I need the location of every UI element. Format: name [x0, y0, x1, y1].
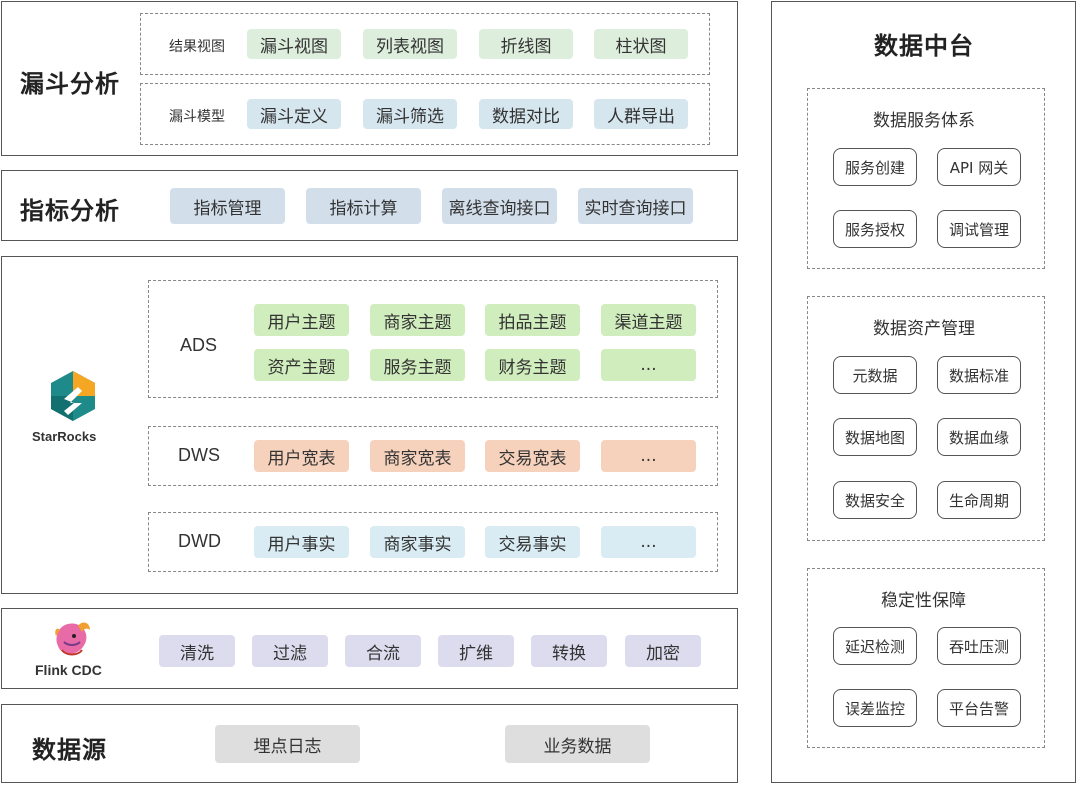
dwd-item[interactable]: 交易事实 — [485, 526, 580, 558]
starrocks-logo-text: StarRocks — [32, 429, 97, 444]
flink-filter-step[interactable]: 过滤 — [252, 635, 328, 667]
flink-merge-step[interactable]: 合流 — [345, 635, 421, 667]
data-platform-title: 数据中台 — [874, 32, 974, 60]
data-service-title: 数据服务体系 — [873, 111, 975, 131]
dws-layer: DWS 用户宽表 商家宽表 交易宽表 ... — [148, 426, 718, 486]
metrics-analysis-section: 指标分析 指标管理 指标计算 离线查询接口 实时查询接口 — [1, 170, 738, 241]
starrocks-logo-icon — [51, 371, 95, 421]
dwd-more-item[interactable]: ... — [601, 526, 696, 558]
ads-item[interactable]: 资产主题 — [254, 349, 349, 381]
data-asset-title: 数据资产管理 — [873, 319, 975, 339]
ads-item[interactable]: 商家主题 — [370, 304, 465, 336]
dwd-item[interactable]: 商家事实 — [370, 526, 465, 558]
dws-item[interactable]: 商家宽表 — [370, 440, 465, 472]
metric-compute-button[interactable]: 指标计算 — [306, 188, 421, 224]
funnel-model-label: 漏斗模型 — [169, 109, 225, 125]
flink-cdc-section: Flink CDC 清洗 过滤 合流 扩维 转换 加密 — [1, 608, 738, 689]
ads-item[interactable]: 渠道主题 — [601, 304, 696, 336]
latency-detect-button[interactable]: 延迟检测 — [833, 627, 917, 665]
funnel-analysis-section: 漏斗分析 结果视图 漏斗视图 列表视图 折线图 柱状图 漏斗模型 漏斗定义 漏斗… — [1, 1, 738, 156]
metric-manage-button[interactable]: 指标管理 — [170, 188, 285, 224]
data-security-button[interactable]: 数据安全 — [833, 481, 917, 519]
metrics-analysis-title: 指标分析 — [20, 197, 120, 225]
service-create-button[interactable]: 服务创建 — [833, 148, 917, 186]
funnel-analysis-title: 漏斗分析 — [20, 70, 120, 98]
data-service-group: 数据服务体系 服务创建 API 网关 服务授权 调试管理 — [807, 88, 1045, 269]
ads-label: ADS — [180, 335, 218, 355]
ads-layer: ADS 用户主题 商家主题 拍品主题 渠道主题 资产主题 服务主题 财务主题 .… — [148, 280, 718, 398]
tracking-log-source[interactable]: 埋点日志 — [215, 725, 360, 763]
dws-item[interactable]: 用户宽表 — [254, 440, 349, 472]
flink-encrypt-step[interactable]: 加密 — [625, 635, 701, 667]
platform-alert-button[interactable]: 平台告警 — [937, 689, 1021, 727]
funnel-view-button[interactable]: 漏斗视图 — [247, 29, 341, 59]
business-data-source[interactable]: 业务数据 — [505, 725, 650, 763]
data-asset-group: 数据资产管理 元数据 数据标准 数据地图 数据血缘 数据安全 生命周期 — [807, 296, 1045, 541]
dws-label: DWS — [178, 445, 220, 465]
data-source-title: 数据源 — [32, 736, 107, 764]
data-standard-button[interactable]: 数据标准 — [937, 356, 1021, 394]
bar-chart-button[interactable]: 柱状图 — [594, 29, 688, 59]
dwd-layer: DWD 用户事实 商家事实 交易事实 ... — [148, 512, 718, 572]
data-compare-button[interactable]: 数据对比 — [479, 99, 573, 129]
throughput-test-button[interactable]: 吞吐压测 — [937, 627, 1021, 665]
flink-cdc-logo-text: Flink CDC — [35, 662, 102, 678]
dws-item[interactable]: 交易宽表 — [485, 440, 580, 472]
data-map-button[interactable]: 数据地图 — [833, 418, 917, 456]
ads-item[interactable]: 财务主题 — [485, 349, 580, 381]
flink-squirrel-logo-icon — [55, 622, 90, 656]
warehouse-section: StarRocks ADS 用户主题 商家主题 拍品主题 渠道主题 资产主题 服… — [1, 256, 738, 594]
lifecycle-button[interactable]: 生命周期 — [937, 481, 1021, 519]
data-platform-section: 数据中台 数据服务体系 服务创建 API 网关 服务授权 调试管理 数据资产管理… — [771, 1, 1076, 783]
ads-item[interactable]: 用户主题 — [254, 304, 349, 336]
flink-clean-step[interactable]: 清洗 — [159, 635, 235, 667]
funnel-filter-button[interactable]: 漏斗筛选 — [363, 99, 457, 129]
dwd-item[interactable]: 用户事实 — [254, 526, 349, 558]
realtime-query-api-button[interactable]: 实时查询接口 — [578, 188, 693, 224]
flink-expand-step[interactable]: 扩维 — [438, 635, 514, 667]
result-view-label: 结果视图 — [169, 39, 225, 55]
offline-query-api-button[interactable]: 离线查询接口 — [442, 188, 557, 224]
stability-group: 稳定性保障 延迟检测 吞吐压测 误差监控 平台告警 — [807, 568, 1045, 748]
stability-title: 稳定性保障 — [881, 591, 966, 611]
error-monitor-button[interactable]: 误差监控 — [833, 689, 917, 727]
line-chart-button[interactable]: 折线图 — [479, 29, 573, 59]
data-source-section: 数据源 埋点日志 业务数据 — [1, 704, 738, 783]
funnel-model-group: 漏斗模型 漏斗定义 漏斗筛选 数据对比 人群导出 — [140, 83, 710, 145]
debug-manage-button[interactable]: 调试管理 — [937, 210, 1021, 248]
data-lineage-button[interactable]: 数据血缘 — [937, 418, 1021, 456]
list-view-button[interactable]: 列表视图 — [363, 29, 457, 59]
ads-more-item[interactable]: ... — [601, 349, 696, 381]
ads-item[interactable]: 服务主题 — [370, 349, 465, 381]
result-view-group: 结果视图 漏斗视图 列表视图 折线图 柱状图 — [140, 13, 710, 75]
dws-more-item[interactable]: ... — [601, 440, 696, 472]
flink-transform-step[interactable]: 转换 — [531, 635, 607, 667]
metadata-button[interactable]: 元数据 — [833, 356, 917, 394]
crowd-export-button[interactable]: 人群导出 — [594, 99, 688, 129]
funnel-define-button[interactable]: 漏斗定义 — [247, 99, 341, 129]
api-gateway-button[interactable]: API 网关 — [937, 148, 1021, 186]
dwd-label: DWD — [178, 531, 221, 551]
service-auth-button[interactable]: 服务授权 — [833, 210, 917, 248]
ads-item[interactable]: 拍品主题 — [485, 304, 580, 336]
